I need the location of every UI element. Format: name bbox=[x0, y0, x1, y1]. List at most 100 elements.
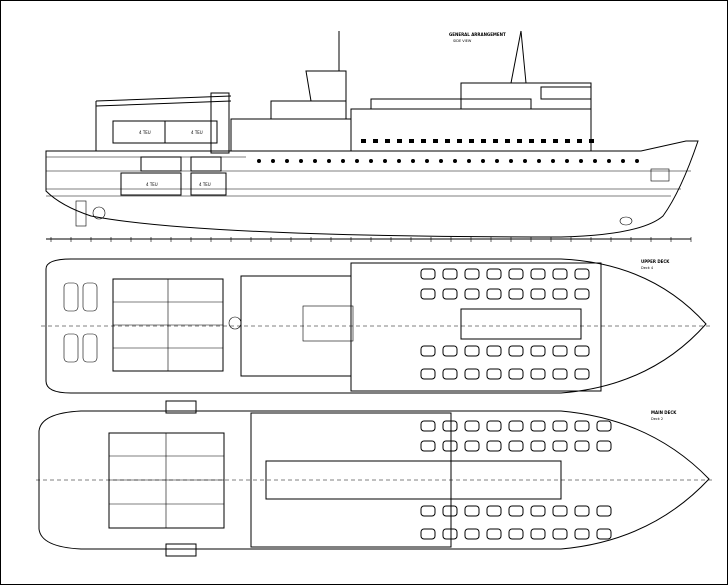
mast bbox=[510, 30, 522, 84]
container bbox=[190, 156, 222, 172]
seat-group bbox=[486, 345, 502, 357]
seat-group bbox=[420, 268, 436, 280]
seat-group bbox=[486, 440, 502, 452]
crane-jib bbox=[95, 95, 232, 102]
upper-deck-outline bbox=[45, 258, 707, 394]
car bbox=[82, 333, 98, 363]
hull-outline bbox=[45, 140, 699, 238]
porthole bbox=[635, 159, 639, 163]
seat-group bbox=[530, 505, 546, 517]
window bbox=[565, 139, 570, 143]
window bbox=[397, 139, 402, 143]
seat-groups bbox=[420, 420, 612, 540]
container-label: 4 TEU bbox=[139, 130, 151, 135]
crane-base bbox=[228, 316, 242, 330]
seat-group bbox=[530, 440, 546, 452]
profile-subtitle: SIDE VIEW bbox=[453, 39, 472, 43]
seat-group bbox=[420, 368, 436, 380]
seat-group bbox=[552, 528, 568, 540]
car bbox=[82, 282, 98, 312]
seat-group bbox=[442, 268, 458, 280]
seat-group bbox=[508, 420, 524, 432]
central-corridor bbox=[265, 460, 562, 500]
seat-group bbox=[508, 268, 524, 280]
frame-scale-ticks bbox=[50, 237, 692, 242]
window bbox=[553, 139, 558, 143]
porthole bbox=[313, 159, 317, 163]
seat-group bbox=[486, 528, 502, 540]
porthole bbox=[383, 159, 387, 163]
window bbox=[493, 139, 498, 143]
upper-deck-plan: UPPER DECK Deck 4 bbox=[41, 258, 711, 394]
porthole bbox=[425, 159, 429, 163]
porthole bbox=[355, 159, 359, 163]
seat-group bbox=[442, 288, 458, 300]
porthole bbox=[257, 159, 261, 163]
seat-group bbox=[442, 505, 458, 517]
seat-group bbox=[530, 528, 546, 540]
seat-group bbox=[552, 368, 568, 380]
seat-group bbox=[530, 345, 546, 357]
portholes bbox=[257, 139, 639, 163]
seat-group bbox=[574, 288, 590, 300]
seat-group bbox=[442, 440, 458, 452]
profile-view: 4 TEU 4 TEU 4 TEU 4 TEU GENERAL ARRANGEM… bbox=[45, 30, 699, 242]
seat-group bbox=[420, 345, 436, 357]
seat-group bbox=[420, 288, 436, 300]
seat-group bbox=[486, 505, 502, 517]
crane-jib bbox=[95, 100, 232, 107]
passenger-cabins-area bbox=[350, 262, 602, 392]
seat-group bbox=[574, 505, 590, 517]
window bbox=[373, 139, 378, 143]
main-deck-plan: MAIN DECK Deck 2 bbox=[36, 400, 713, 557]
seat-group bbox=[464, 505, 480, 517]
anchor-pocket bbox=[650, 168, 670, 182]
seat-group bbox=[464, 345, 480, 357]
porthole bbox=[509, 159, 513, 163]
container bbox=[140, 156, 182, 172]
porthole bbox=[495, 159, 499, 163]
seat-group bbox=[464, 288, 480, 300]
seat-group bbox=[508, 528, 524, 540]
window bbox=[541, 139, 546, 143]
seat-group bbox=[574, 528, 590, 540]
window bbox=[445, 139, 450, 143]
accommodation-upper bbox=[370, 98, 532, 110]
container-label: 4 TEU bbox=[146, 182, 158, 187]
seat-group bbox=[574, 440, 590, 452]
seat-group bbox=[508, 440, 524, 452]
container bbox=[190, 172, 227, 196]
seat-group bbox=[552, 505, 568, 517]
seat-groups bbox=[420, 268, 590, 380]
cargo-hatch bbox=[108, 432, 225, 529]
seat-group bbox=[574, 345, 590, 357]
seat-group bbox=[442, 368, 458, 380]
seat-group bbox=[486, 268, 502, 280]
seat-group bbox=[530, 368, 546, 380]
container-label: 4 TEU bbox=[199, 182, 211, 187]
porthole bbox=[551, 159, 555, 163]
porthole bbox=[565, 159, 569, 163]
window bbox=[457, 139, 462, 143]
car bbox=[63, 333, 79, 363]
porthole bbox=[607, 159, 611, 163]
mess-room bbox=[302, 305, 354, 342]
porthole bbox=[593, 159, 597, 163]
upper-plan-title: UPPER DECK bbox=[641, 259, 670, 264]
seat-group bbox=[574, 368, 590, 380]
window bbox=[505, 139, 510, 143]
superstructure-deck bbox=[230, 118, 352, 152]
lifeboat-davit bbox=[165, 400, 197, 414]
container-label: 4 TEU bbox=[191, 130, 203, 135]
lower-plan-title: MAIN DECK bbox=[651, 410, 677, 415]
lifeboat bbox=[270, 100, 347, 120]
window bbox=[409, 139, 414, 143]
porthole bbox=[327, 159, 331, 163]
porthole bbox=[481, 159, 485, 163]
seat-group bbox=[464, 268, 480, 280]
porthole bbox=[523, 159, 527, 163]
accommodation-area bbox=[250, 412, 452, 548]
porthole bbox=[537, 159, 541, 163]
